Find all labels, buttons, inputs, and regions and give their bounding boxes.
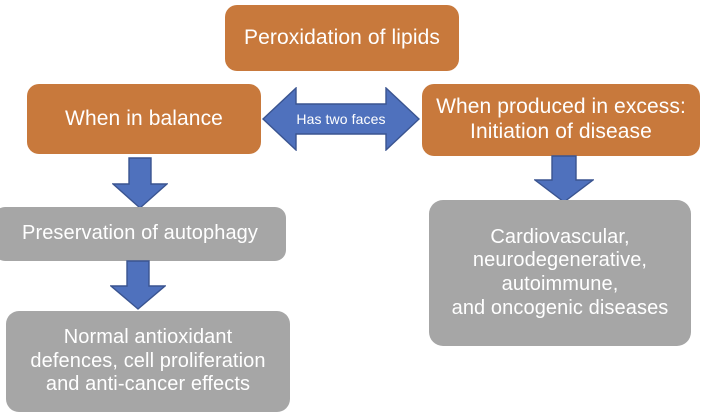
node-when-produced-in-excess: When produced in excess: Initiation of d… xyxy=(422,84,700,156)
node-preservation-of-autophagy: Preservation of autophagy xyxy=(0,207,286,261)
double-arrow-has-two-faces-icon: Has two faces xyxy=(262,87,420,151)
down-arrow-autophagy-to-normal-icon xyxy=(110,260,166,310)
down-arrow-balance-to-autophagy-icon xyxy=(112,157,168,209)
node-peroxidation-of-lipids: Peroxidation of lipids xyxy=(225,5,459,71)
node-when-in-balance: When in balance xyxy=(27,84,261,154)
node-normal-antioxidant-defences: Normal antioxidant defences, cell prolif… xyxy=(6,311,290,412)
down-arrow-excess-to-diseases-icon xyxy=(534,155,594,203)
node-cardiovascular-diseases: Cardiovascular, neurodegenerative, autoi… xyxy=(429,200,691,346)
